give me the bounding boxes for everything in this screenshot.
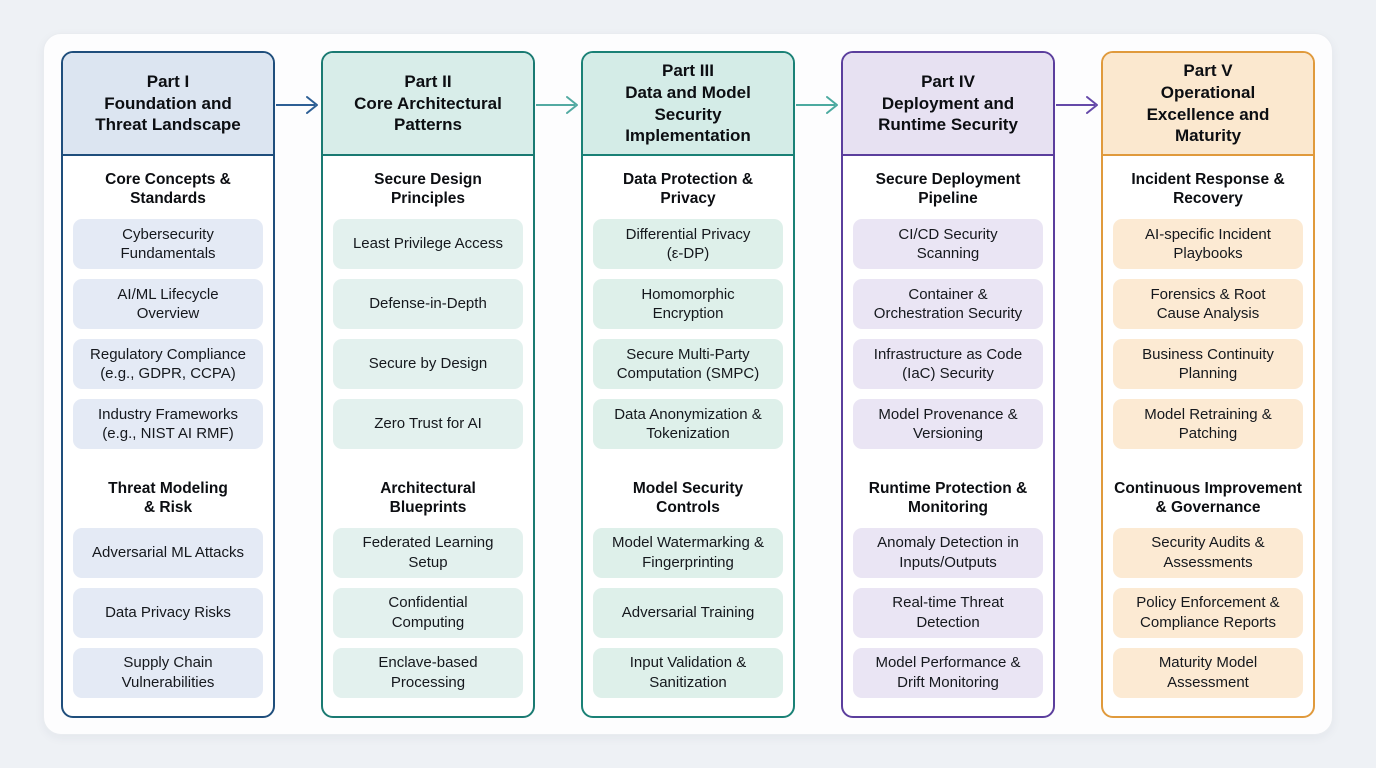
topic-item: Zero Trust for AI xyxy=(333,398,523,449)
topic-item: Model Provenance & Versioning xyxy=(853,398,1043,449)
topic-item: Least Privilege Access xyxy=(333,218,523,269)
topic-item: Industry Frameworks (e.g., NIST AI RMF) xyxy=(73,398,263,449)
topic-item: Regulatory Compliance (e.g., GDPR, CCPA) xyxy=(73,338,263,389)
column-header-part-i: Part I Foundation and Threat Landscape xyxy=(63,53,273,156)
topic-item: Data Anonymization & Tokenization xyxy=(593,398,783,449)
section-data-protection-privacy: Data Protection & Privacy Differential P… xyxy=(593,162,783,449)
topic-item: Cybersecurity Fundamentals xyxy=(73,218,263,269)
column-body-part-ii: Secure Design Principles Least Privilege… xyxy=(323,156,533,716)
right-arrow-icon xyxy=(796,96,838,114)
topic-item: Federated Learning Setup xyxy=(333,527,523,578)
topic-item: Supply Chain Vulnerabilities xyxy=(73,647,263,698)
topic-item: Confidential Computing xyxy=(333,587,523,638)
topic-item: Forensics & Root Cause Analysis xyxy=(1113,278,1303,329)
topic-item: Adversarial ML Attacks xyxy=(73,527,263,578)
section-heading: Threat Modeling & Risk xyxy=(108,479,228,517)
section-architectural-blueprints: Architectural Blueprints Federated Learn… xyxy=(333,471,523,698)
topic-item: Policy Enforcement & Compliance Reports xyxy=(1113,587,1303,638)
arrow-gap xyxy=(535,51,581,718)
topic-item: CI/CD Security Scanning xyxy=(853,218,1043,269)
diagram-card: Part I Foundation and Threat Landscape C… xyxy=(43,33,1333,735)
section-heading: Data Protection & Privacy xyxy=(622,171,754,208)
topic-item: Model Watermarking & Fingerprinting xyxy=(593,527,783,578)
section-heading: Architectural Blueprints xyxy=(380,479,476,517)
column-title-part-iii: Part III Data and Model Security Impleme… xyxy=(625,61,751,146)
topic-item: Real-time Threat Detection xyxy=(853,587,1043,638)
right-arrow-icon xyxy=(276,96,318,114)
section-model-security-controls: Model Security Controls Model Watermarki… xyxy=(593,471,783,698)
flow-board: Part I Foundation and Threat Landscape C… xyxy=(61,51,1315,718)
topic-item: Adversarial Training xyxy=(593,587,783,638)
topic-item: Defense-in-Depth xyxy=(333,278,523,329)
topic-item: Model Performance & Drift Monitoring xyxy=(853,647,1043,698)
column-body-part-i: Core Concepts & Standards Cybersecurity … xyxy=(63,156,273,716)
column-title-part-iv: Part IV Deployment and Runtime Security xyxy=(878,71,1018,135)
section-continuous-improvement-governance: Continuous Improvement & Governance Secu… xyxy=(1113,471,1303,698)
arrow-gap xyxy=(275,51,321,718)
column-part-ii: Part II Core Architectural Patterns Secu… xyxy=(321,51,535,718)
topic-item: Secure Multi-Party Computation (SMPC) xyxy=(593,338,783,389)
topic-item: Anomaly Detection in Inputs/Outputs xyxy=(853,527,1043,578)
topic-item: AI-specific Incident Playbooks xyxy=(1113,218,1303,269)
topic-item: Infrastructure as Code (IaC) Security xyxy=(853,338,1043,389)
topic-item: Input Validation & Sanitization xyxy=(593,647,783,698)
topic-item: Model Retraining & Patching xyxy=(1113,398,1303,449)
column-part-iv: Part IV Deployment and Runtime Security … xyxy=(841,51,1055,718)
column-header-part-ii: Part II Core Architectural Patterns xyxy=(323,53,533,156)
column-part-iii: Part III Data and Model Security Impleme… xyxy=(581,51,795,718)
column-body-part-iii: Data Protection & Privacy Differential P… xyxy=(583,156,793,716)
topic-item: Enclave-based Processing xyxy=(333,647,523,698)
arrow-gap xyxy=(1055,51,1101,718)
section-runtime-protection-monitoring: Runtime Protection & Monitoring Anomaly … xyxy=(853,471,1043,698)
column-header-part-iv: Part IV Deployment and Runtime Security xyxy=(843,53,1053,156)
section-heading: Core Concepts & Standards xyxy=(105,171,231,208)
right-arrow-icon xyxy=(536,96,578,114)
section-heading: Incident Response & Recovery xyxy=(1131,171,1285,208)
column-part-v: Part V Operational Excellence and Maturi… xyxy=(1101,51,1315,718)
topic-item: Business Continuity Planning xyxy=(1113,338,1303,389)
column-title-part-i: Part I Foundation and Threat Landscape xyxy=(95,71,241,135)
column-header-part-iii: Part III Data and Model Security Impleme… xyxy=(583,53,793,156)
section-heading: Runtime Protection & Monitoring xyxy=(868,479,1028,517)
section-secure-design-principles: Secure Design Principles Least Privilege… xyxy=(333,162,523,449)
section-incident-response-recovery: Incident Response & Recovery AI-specific… xyxy=(1113,162,1303,449)
topic-item: Differential Privacy (ε-DP) xyxy=(593,218,783,269)
column-body-part-iv: Secure Deployment Pipeline CI/CD Securit… xyxy=(843,156,1053,716)
column-part-i: Part I Foundation and Threat Landscape C… xyxy=(61,51,275,718)
topic-item: Container & Orchestration Security xyxy=(853,278,1043,329)
right-arrow-icon xyxy=(1056,96,1098,114)
section-core-concepts-standards: Core Concepts & Standards Cybersecurity … xyxy=(73,162,263,449)
topic-item: Homomorphic Encryption xyxy=(593,278,783,329)
topic-item: AI/ML Lifecycle Overview xyxy=(73,278,263,329)
topic-item: Security Audits & Assessments xyxy=(1113,527,1303,578)
topic-item: Secure by Design xyxy=(333,338,523,389)
column-title-part-ii: Part II Core Architectural Patterns xyxy=(354,71,502,135)
section-heading: Secure Design Principles xyxy=(374,171,482,208)
section-heading: Secure Deployment Pipeline xyxy=(875,171,1021,208)
section-heading: Continuous Improvement & Governance xyxy=(1114,479,1302,517)
column-body-part-v: Incident Response & Recovery AI-specific… xyxy=(1103,156,1313,716)
topic-item: Maturity Model Assessment xyxy=(1113,647,1303,698)
column-header-part-v: Part V Operational Excellence and Maturi… xyxy=(1103,53,1313,156)
section-secure-deployment-pipeline: Secure Deployment Pipeline CI/CD Securit… xyxy=(853,162,1043,449)
topic-item: Data Privacy Risks xyxy=(73,587,263,638)
arrow-gap xyxy=(795,51,841,718)
section-threat-modeling-risk: Threat Modeling & Risk Adversarial ML At… xyxy=(73,471,263,698)
section-heading: Model Security Controls xyxy=(632,479,744,517)
column-title-part-v: Part V Operational Excellence and Maturi… xyxy=(1146,61,1270,146)
